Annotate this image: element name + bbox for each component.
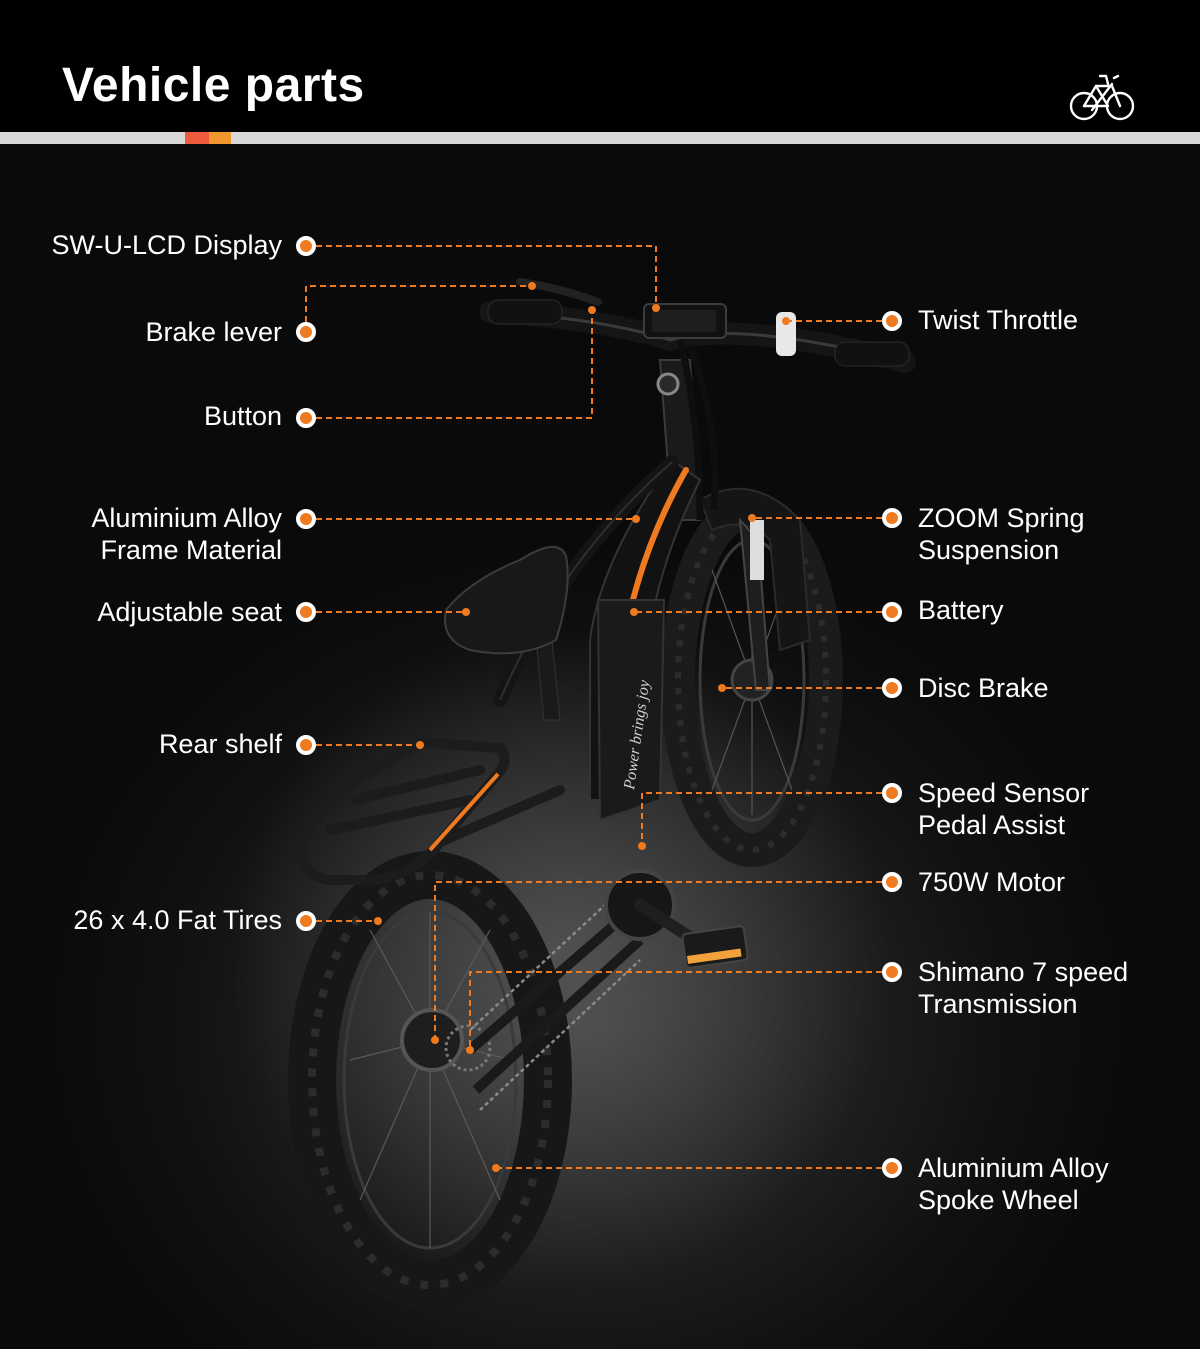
dot-sensor <box>882 783 902 803</box>
header-rule-accent-red <box>185 132 209 144</box>
callout-line-brake <box>305 285 532 332</box>
right-grip <box>834 341 910 367</box>
twist-throttle-unit <box>776 312 796 356</box>
front-fender <box>698 487 812 652</box>
dot-brake <box>296 322 316 342</box>
callout-line-lcd <box>306 245 657 308</box>
label-disc-brake: Disc Brake <box>918 673 1049 703</box>
page-title: Vehicle parts <box>62 59 365 112</box>
label-button: Button <box>203 401 282 431</box>
label-zoom-suspension: ZOOM Spring Suspension <box>918 503 1085 565</box>
label-frame-material: Aluminium Alloy Frame Material <box>91 503 282 565</box>
dot-transmission <box>882 962 902 982</box>
dot-motor <box>882 872 902 892</box>
callout-line-button <box>306 310 593 419</box>
dot-button <box>296 408 316 428</box>
header-rule-accent-orange <box>209 132 231 144</box>
label-adjustable-seat: Adjustable seat <box>97 597 282 627</box>
chain-stay <box>466 916 644 1094</box>
label-brake-lever: Brake lever <box>145 317 282 347</box>
label-spoke-wheel: Aluminium Alloy Spoke Wheel <box>918 1153 1109 1215</box>
label-speed-sensor: Speed Sensor Pedal Assist <box>918 778 1090 840</box>
label-twist-throttle: Twist Throttle <box>918 305 1079 335</box>
label-rear-shelf: Rear shelf <box>158 729 282 759</box>
cables <box>676 339 719 521</box>
suspension-stanchion <box>750 520 764 580</box>
dot-spoke <box>882 1158 902 1178</box>
callout-line-sensor <box>641 792 892 846</box>
dot-tires <box>296 911 316 931</box>
dot-throttle <box>882 311 902 331</box>
dot-battery <box>882 602 902 622</box>
dot-seat <box>296 602 316 622</box>
callout-line-motor <box>434 881 892 1040</box>
label-fat-tires: 26 x 4.0 Fat Tires <box>73 905 282 935</box>
label-lcd-display: SW-U-LCD Display <box>51 230 282 260</box>
dot-lcd <box>296 236 316 256</box>
callout-line-transmission <box>469 971 892 1050</box>
label-transmission: Shimano 7 speed Transmission <box>918 957 1129 1019</box>
header-bar <box>0 0 1200 132</box>
dot-shelf <box>296 735 316 755</box>
brake-lever-shape <box>516 278 602 306</box>
header-rule <box>0 132 1200 144</box>
label-battery: Battery <box>918 595 1004 625</box>
left-grip <box>487 299 563 325</box>
dot-disc <box>882 678 902 698</box>
bicycle-line-icon <box>1069 74 1135 121</box>
adjustable-seat <box>444 546 569 655</box>
cassette <box>444 1024 492 1072</box>
stem-cap <box>656 372 680 396</box>
label-motor: 750W Motor <box>918 867 1066 897</box>
dot-suspension <box>882 508 902 528</box>
dot-frame <box>296 509 316 529</box>
battery-pack <box>596 599 666 822</box>
callout-dots <box>296 236 902 1178</box>
